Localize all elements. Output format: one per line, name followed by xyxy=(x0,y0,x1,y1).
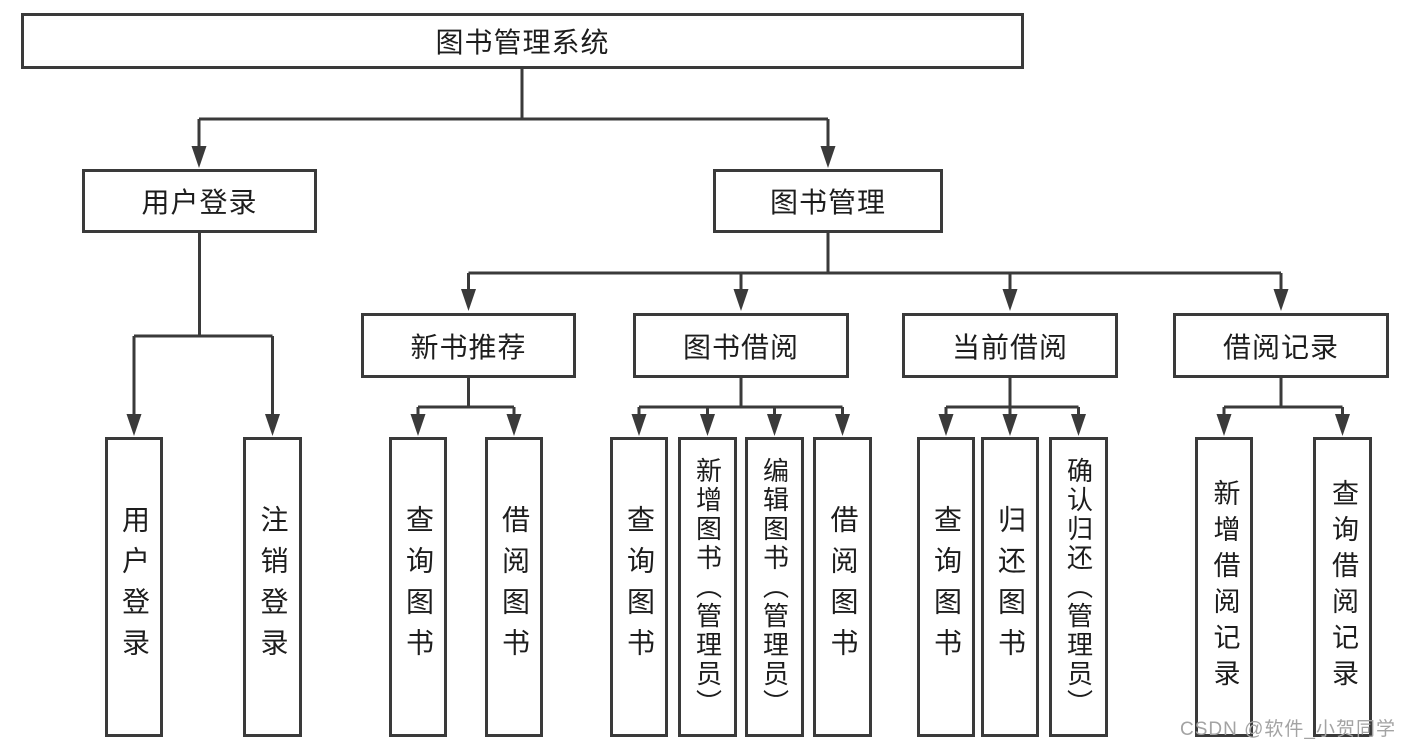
node-user-login-leaf: 用户登录 xyxy=(105,437,163,737)
node-label: 用户登录 xyxy=(141,187,258,218)
node-label: 编辑图书（管理员） xyxy=(759,456,790,718)
node-label: 借阅记录 xyxy=(1222,331,1339,363)
node-borrow-books-2: 借阅图书 xyxy=(813,437,872,737)
node-label: 查询借阅记录 xyxy=(1328,479,1358,695)
node-edit-books-admin: 编辑图书（管理员） xyxy=(745,437,804,737)
node-new-book-recommendation: 新书推荐 xyxy=(361,313,576,378)
node-borrow-books-1: 借阅图书 xyxy=(485,437,543,737)
node-label: 新增借阅记录 xyxy=(1209,479,1240,695)
node-book-management: 图书管理 xyxy=(713,169,943,233)
node-label: 当前借阅 xyxy=(951,331,1068,363)
node-label: 注销登录 xyxy=(257,505,289,669)
node-label: 图书管理 xyxy=(769,187,886,218)
csdn-watermark: CSDN @软件_小贺同学 xyxy=(1180,719,1396,740)
node-label: 确认归还（管理员） xyxy=(1063,456,1094,718)
node-label: 查询图书 xyxy=(624,505,655,669)
node-borrowing-records: 借阅记录 xyxy=(1173,313,1389,378)
node-label: 图书借阅 xyxy=(682,331,799,363)
node-library-management-system: 图书管理系统 xyxy=(21,13,1024,69)
node-label: 借阅图书 xyxy=(827,505,859,669)
node-label: 借阅图书 xyxy=(499,505,530,669)
node-query-borrow-record: 查询借阅记录 xyxy=(1313,437,1372,737)
node-query-books-3: 查询图书 xyxy=(917,437,975,737)
node-label: 图书管理系统 xyxy=(435,27,610,58)
node-current-borrowing: 当前借阅 xyxy=(902,313,1118,378)
node-return-books: 归还图书 xyxy=(981,437,1039,737)
node-label: 新书推荐 xyxy=(410,331,527,363)
node-add-borrow-record: 新增借阅记录 xyxy=(1195,437,1253,737)
node-confirm-return-admin: 确认归还（管理员） xyxy=(1049,437,1108,737)
node-book-borrowing: 图书借阅 xyxy=(633,313,849,378)
node-user-login: 用户登录 xyxy=(82,169,317,233)
node-add-books-admin: 新增图书（管理员） xyxy=(678,437,737,737)
node-query-books-2: 查询图书 xyxy=(610,437,668,737)
node-label: 查询图书 xyxy=(931,505,962,669)
node-logout: 注销登录 xyxy=(243,437,302,737)
node-label: 用户登录 xyxy=(119,505,150,669)
node-label: 归还图书 xyxy=(995,505,1026,669)
node-label: 查询图书 xyxy=(403,505,434,669)
node-label: 新增图书（管理员） xyxy=(692,456,723,718)
node-query-books-1: 查询图书 xyxy=(389,437,447,737)
